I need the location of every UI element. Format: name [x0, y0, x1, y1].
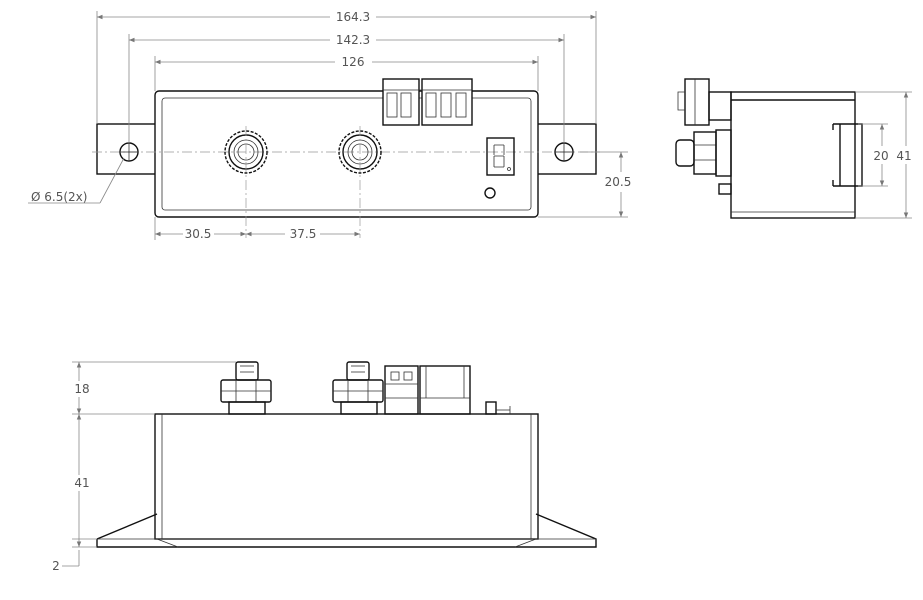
- svg-text:Ø 6.5(2x): Ø 6.5(2x): [31, 190, 87, 204]
- front-body-inner: [161, 97, 532, 211]
- right-mounting-hole: [554, 142, 574, 162]
- terminal-post-2: [332, 361, 384, 415]
- dim-flange-thickness: 2: [52, 538, 97, 573]
- side-led: [718, 183, 732, 195]
- dim-body-width: 126: [154, 55, 539, 91]
- left-mounting-hole: [119, 142, 139, 162]
- dim-label-hole-spacing: 142.3: [336, 33, 370, 47]
- dim-label-flange-thickness: 2: [52, 559, 60, 573]
- dim-body-height: 41: [72, 414, 97, 548]
- dim-terminal-positions: 30.5 37.5: [154, 217, 360, 241]
- dim-label-side-inner: 20: [873, 149, 888, 163]
- status-led: [484, 187, 496, 199]
- dim-label-terminal-offset: 30.5: [185, 227, 212, 241]
- front-view: 164.3 142.3 126 Ø 6.5(2x): [28, 10, 631, 241]
- elevation-led: [485, 401, 511, 415]
- side-view: 20 41: [675, 78, 912, 219]
- side-body: [730, 91, 856, 219]
- elevation-connector-large: [419, 365, 471, 415]
- dim-side-outer: 41: [855, 91, 912, 219]
- dim-label-side-outer: 41: [896, 149, 911, 163]
- bottom-view: 18 41 2: [52, 361, 597, 573]
- dim-label-overall: 164.3: [336, 10, 370, 24]
- side-connector: [677, 78, 732, 126]
- hole-callout: Ø 6.5(2x): [28, 157, 125, 204]
- left-mounting-rail: [96, 123, 158, 175]
- right-mounting-rail: [535, 123, 597, 175]
- mounting-flange: [96, 513, 597, 548]
- seven-segment-display: [486, 137, 515, 176]
- dim-label-hole-height: 20.5: [605, 175, 632, 189]
- dim-side-inner: 20: [858, 123, 889, 187]
- diameter-symbol: Ø: [31, 190, 40, 204]
- terminal-knob-1: [224, 126, 268, 238]
- dim-label-body-width: 126: [342, 55, 365, 69]
- dim-label-body-height: 41: [74, 476, 89, 490]
- side-terminal: [675, 129, 732, 177]
- dim-label-terminal-spacing: 37.5: [290, 227, 317, 241]
- front-body-outer: [154, 90, 539, 218]
- elevation-connector-small: [384, 365, 419, 415]
- dim-label-hole-diameter: 6.5(2x): [44, 190, 87, 204]
- dim-hole-spacing: 142.3: [128, 33, 565, 143]
- terminal-post-1: [220, 361, 272, 415]
- connector-block: [382, 78, 473, 126]
- elevation-body: [154, 413, 539, 540]
- dim-overall-width: 164.3: [96, 10, 597, 124]
- terminal-knob-2: [338, 126, 382, 238]
- dim-label-terminal-height: 18: [74, 382, 89, 396]
- dim-hole-height: 20.5: [538, 151, 632, 218]
- dim-terminal-height: 18: [72, 361, 236, 415]
